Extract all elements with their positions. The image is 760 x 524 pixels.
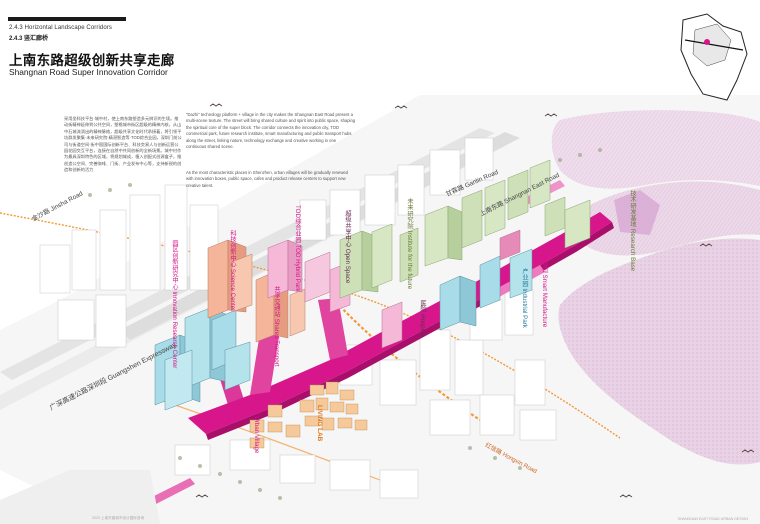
footer-right: SHANGNAN EAST ROAD URBAN DESIGN	[677, 517, 748, 521]
label-smart-mfg: 智能智造 Smart Manufacture	[541, 248, 548, 328]
intro-paragraph-cn: 采用坐科技平台·城中村，使上南东路塑造多元辨识的生境。推动街精神延伸到公共空间，…	[64, 116, 182, 173]
background-buildings	[39, 137, 557, 499]
label-industrial-park: 产业园 Industrial Park	[521, 268, 528, 328]
page-title-en: Shangnan Road Super Innovation Corridor	[9, 67, 168, 77]
label-innovation-center: 园区创新研究中心 Innovation Research Center	[171, 240, 178, 369]
cyan-buildings	[154, 248, 533, 411]
label-future-institute: 未来研究院 Institute for the future	[406, 198, 413, 290]
label-urban-village: 城中村 Urban Village	[253, 396, 260, 454]
location-minimap	[677, 10, 753, 106]
footer-left: 2023 上南东路城市设计国际咨询	[92, 516, 145, 520]
label-shared-transport: 共享交通站 Shared Transport	[273, 286, 280, 367]
label-tod-park: TOD综合业园 TOD Hybrid Park	[294, 205, 301, 292]
section-number-en: 2.4.3 Horizontal Landscape Corridors	[9, 25, 112, 31]
ground-plane	[0, 95, 760, 524]
intro-paragraph-en: "Dazhi" technology platform + village in…	[186, 112, 356, 150]
page-title-cn: 上南东路超级创新共享走廊	[9, 53, 175, 69]
section-number-cn: 2.4.3 竖汇廊桥	[9, 36, 49, 42]
note-paragraph-en: As the most characteristic places in She…	[186, 170, 349, 188]
label-research-base: 技术研发基地 Research Base	[629, 190, 636, 272]
bird-icons	[195, 103, 755, 498]
label-science-center: 科技创新中心 Science Center	[229, 230, 236, 312]
label-open-space: 超级共享中心 Open Space	[344, 210, 351, 284]
terrain-mountain	[551, 110, 760, 465]
green-buildings	[339, 159, 591, 299]
label-living-lab: LIVING LAB	[316, 405, 323, 442]
trees	[88, 148, 602, 500]
label-hospital: 医院 Hospital	[419, 300, 426, 337]
urban-village-blocks	[249, 381, 368, 449]
minimap-svg	[680, 13, 748, 101]
header-bar	[8, 17, 126, 21]
